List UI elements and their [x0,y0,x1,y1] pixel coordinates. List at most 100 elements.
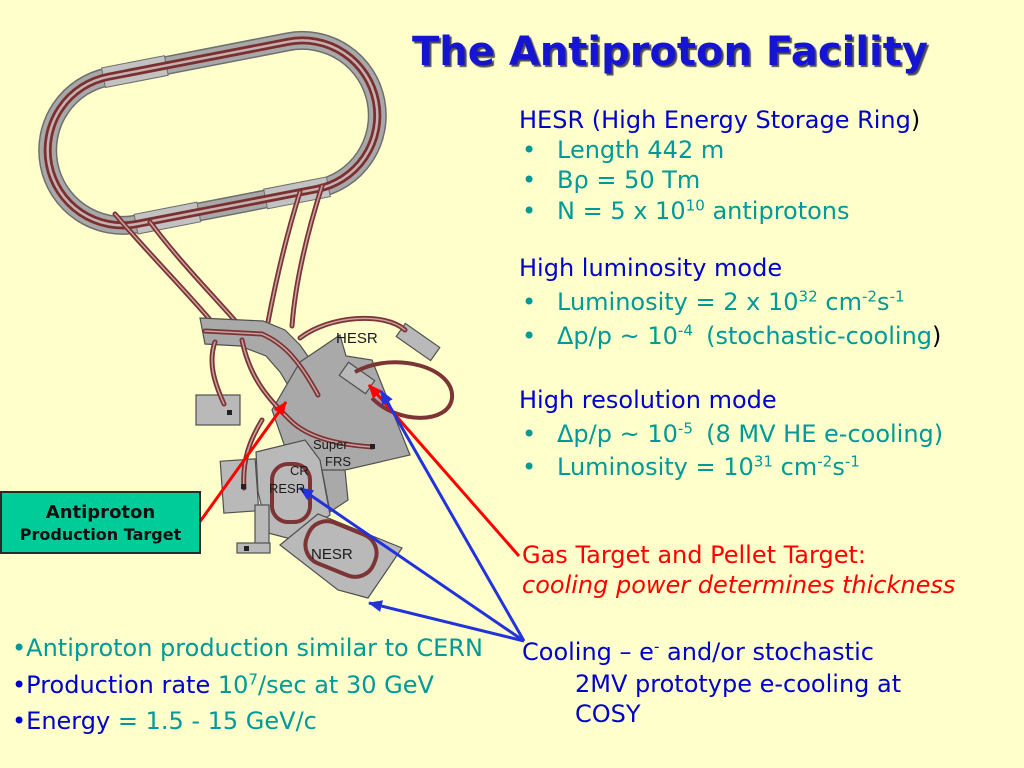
production-target-line-1: Antiproton [45,502,156,523]
bullet: • [522,136,537,164]
arrow-cooling-hesr [379,390,526,642]
exponent: -4 [677,321,693,340]
label-cr: CR [290,463,309,478]
hesr-injection-line [297,315,408,341]
synchrotron-beamline [202,328,321,398]
exponent: -1 [889,287,905,306]
production-rate-item: •Production rate 107/sec at 30 GeV [12,670,434,700]
hesr-heading-text: HESR (High Energy Storage Ring [519,106,911,134]
bullet: • [12,707,27,735]
production-similarity-item: •Antiproton production similar to CERN [12,633,483,663]
bullet: • [522,166,537,194]
exponent: 32 [798,287,818,306]
transfer-line [112,211,215,325]
high-resolution-heading: High resolution mode [519,386,777,414]
hesr-length: Length 442 m [557,136,725,164]
hesr-length-item: • Length 442 m [519,135,724,165]
exponent: 31 [753,452,774,471]
experiment-hall [236,542,271,554]
experiment-hall [219,458,260,514]
label-super: Super [313,437,348,452]
bullet: • [522,288,537,316]
label-hesr: HESR [336,330,378,347]
connector-building [321,469,349,514]
production-rate-label: Production rate [26,671,211,699]
exponent: 10 [685,196,705,215]
high-luminosity-heading: High luminosity mode [519,254,783,282]
production-rate-base: 10 [210,671,249,699]
internal-targets-note: cooling power determines thickness [522,571,956,599]
high-resolution-luminosity-item: • Luminosity = 1031 cm-2s-1 [519,452,860,482]
cooling-line-3: COSY [575,700,641,728]
target-marker [370,444,375,449]
luminosity-text: Luminosity = 2 x 10 [557,288,799,316]
bullet: • [522,453,537,481]
target-marker [241,484,246,489]
production-rate-value: /sec at 30 GeV [258,671,434,699]
energy-item: •Energy = 1.5 - 15 GeV/c [12,706,317,736]
arrow-cooling-cr-resr [299,486,525,643]
transfer-line [265,189,303,325]
experiment-hall [395,322,441,362]
nesr-ring [303,519,379,579]
ring-beamline-core [46,39,379,227]
slide-title: The Antiproton Facility [412,29,928,75]
hesr-n-unit: antiprotons [704,197,850,225]
target-marker [227,410,232,415]
hesr-heading: HESR (High Energy Storage Ring) [519,105,920,135]
bullet: • [522,322,537,350]
unit-cm: cm [773,453,818,481]
production-similarity: Antiproton production similar to CERN [26,634,483,662]
production-target-line-2: Production Target [19,525,182,544]
bullet: • [522,197,537,225]
cooling-note-close: ) [932,322,942,350]
high-luminosity-momentum-spread-item: • Δp/p ~ 10-4 (stochastic-cooling) [519,321,941,351]
electron-charge-superscript: - [653,637,660,656]
bullet: • [12,671,27,699]
hesr-ring [38,30,387,235]
unit-s: s [877,288,890,316]
cooling-text: Cooling – e [522,638,654,666]
hesr-brho-item: • Bρ = 50 Tm [519,165,700,195]
exponent: -5 [677,419,693,438]
exponent: -2 [817,452,833,471]
exponent: -1 [844,452,860,471]
target-marker [244,546,249,551]
experiment-hall [254,504,270,546]
hesr-antiproton-count-item: • N = 5 x 1010 antiprotons [519,196,850,226]
arrow-production-target [197,401,288,524]
high-resolution-momentum-spread-item: • Δp/p ~ 10-5 (8 MV HE e-cooling) [519,419,943,449]
hesr-target-loop [354,360,455,420]
exponent: -2 [861,287,878,306]
hesr-n-text: N = 5 x 10 [557,197,686,225]
energy-label: Energy [26,707,111,735]
energy-value: = 1.5 - 15 GeV/c [110,707,317,735]
cooling-line-1: Cooling – e- and/or stochastic [522,637,874,667]
unit-cm: cm [817,288,862,316]
unit-s: s [832,453,845,481]
hesr-brho: Bρ = 50 Tm [557,166,701,194]
branch-beamline [209,339,227,407]
super-frs-beamline [239,337,375,450]
exponent: 7 [248,670,259,689]
production-target-box: Antiproton Production Target [0,491,201,554]
luminosity-text: Luminosity = 10 [557,453,754,481]
transfer-line [289,183,325,329]
arrow-cooling-nesr [368,600,525,643]
high-luminosity-luminosity-item: • Luminosity = 2 x 1032 cm-2s-1 [519,287,905,317]
cooling-note: (stochastic-cooling [706,322,933,350]
experiment-hall [195,394,241,426]
hesr-heading-close: ) [910,106,921,134]
transfer-line [147,219,241,327]
momentum-spread-text: Δp/p ~ 10 [557,420,678,448]
cooling-note: (8 MV HE e-cooling) [706,420,944,448]
cooling-rest: and/or stochastic [659,638,874,666]
bullet: • [522,420,537,448]
internal-targets-heading: Gas Target and Pellet Target: [522,541,866,569]
label-frs: FRS [325,454,351,469]
branch-beamline [241,417,265,491]
momentum-spread-text: Δp/p ~ 10 [557,322,678,350]
bullet: • [12,634,27,662]
cooling-line-2: 2MV prototype e-cooling at [575,670,902,698]
